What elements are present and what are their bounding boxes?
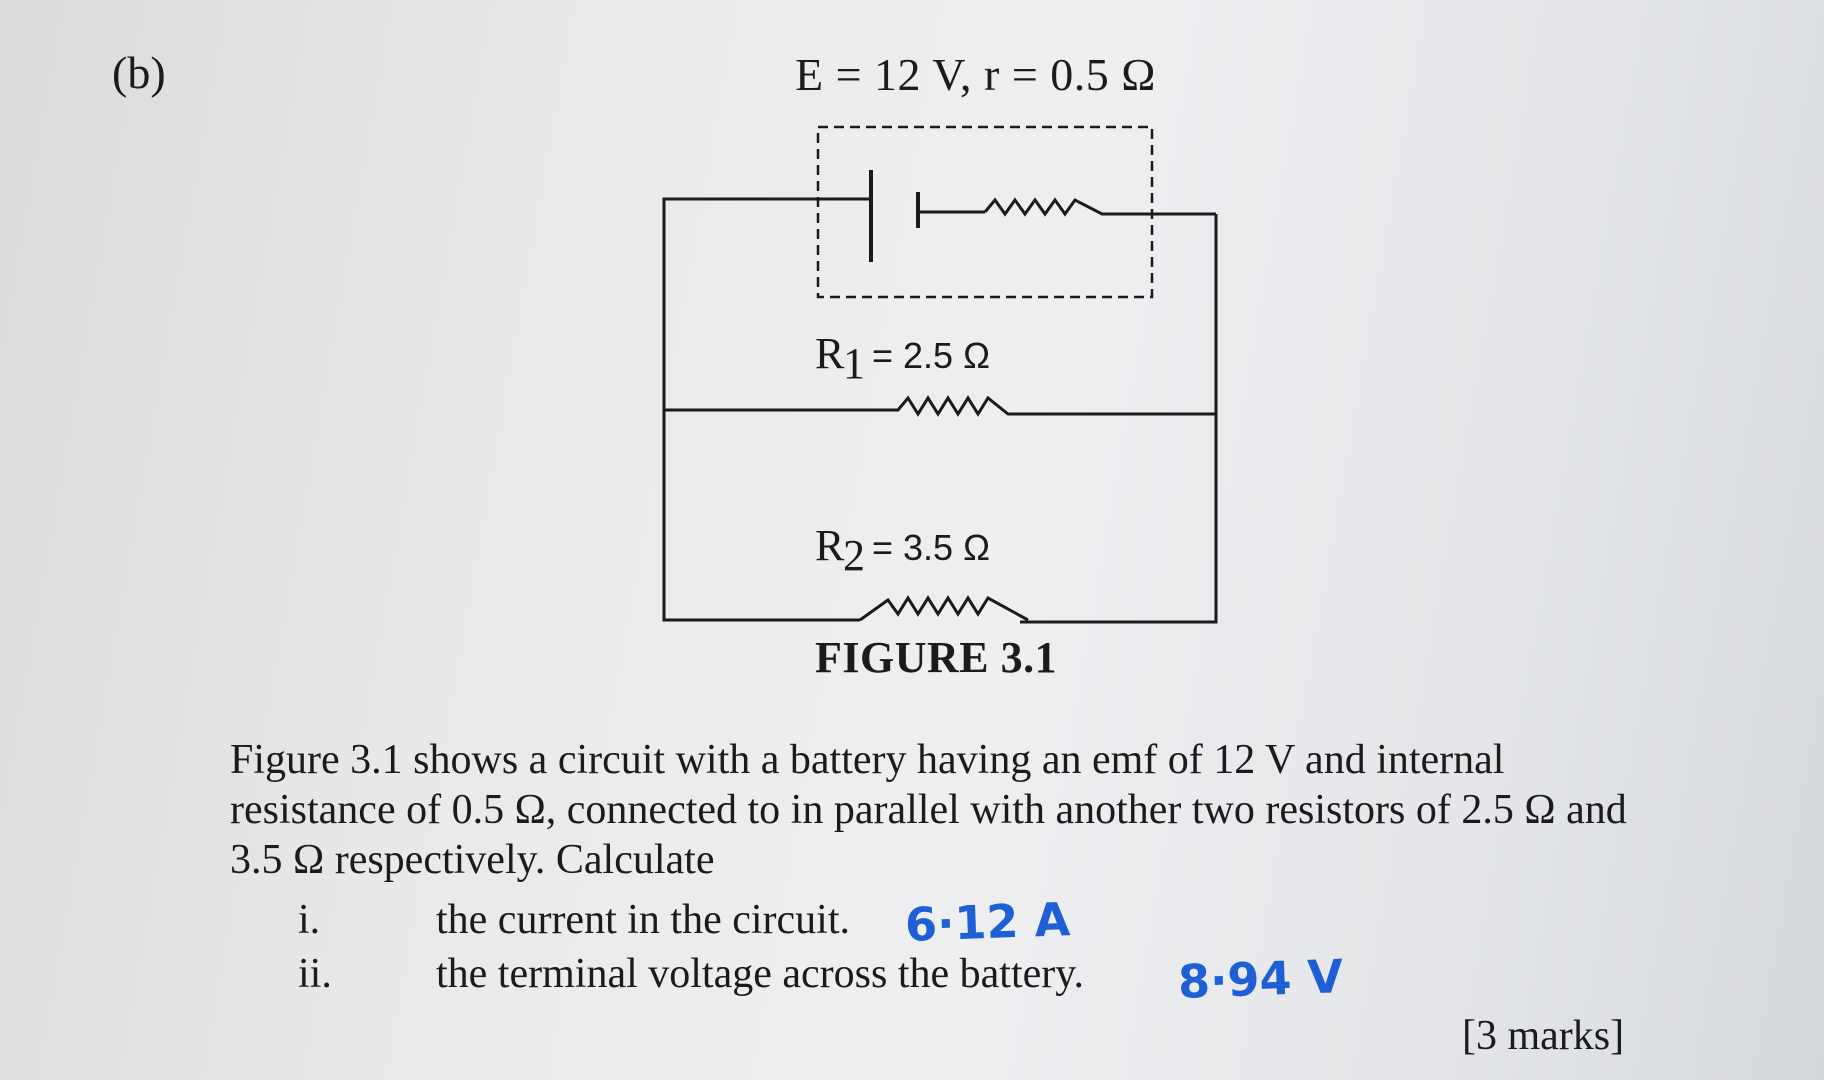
battery-box: [816, 125, 1154, 299]
handwritten-answer-2: 8·94 V: [1177, 949, 1345, 1009]
r2-label: R: [815, 521, 845, 570]
r1-value: = 2.5 Ω: [872, 335, 990, 376]
emf-label: E = 12 V, r = 0.5 Ω: [795, 49, 1156, 100]
internal-resistor: [983, 197, 1216, 217]
question-paragraph: Figure 3.1 shows a circuit with a batter…: [230, 737, 1627, 883]
right-wire: [1020, 214, 1218, 624]
item-text: the current in the circuit.: [436, 897, 850, 943]
item-number: ii.: [298, 951, 332, 997]
r1-subscript: 1: [843, 339, 865, 388]
r2-value: = 3.5 Ω: [872, 527, 990, 568]
figure-caption: FIGURE 3.1: [815, 633, 1058, 682]
r2-subscript: 2: [843, 531, 865, 580]
r1-label: R: [815, 329, 845, 378]
item-number: i.: [298, 897, 321, 943]
question-text: Figure 3.1 shows a circuit with a batter…: [230, 735, 1650, 885]
r1-branch: [664, 395, 1216, 417]
part-label: (b): [112, 47, 166, 98]
item-text: the terminal voltage across the battery.: [436, 951, 1085, 997]
r2-branch: [859, 595, 1029, 622]
marks-label: [3 marks]: [1462, 1013, 1625, 1059]
handwritten-answer-1: 6·12 A: [904, 892, 1072, 952]
